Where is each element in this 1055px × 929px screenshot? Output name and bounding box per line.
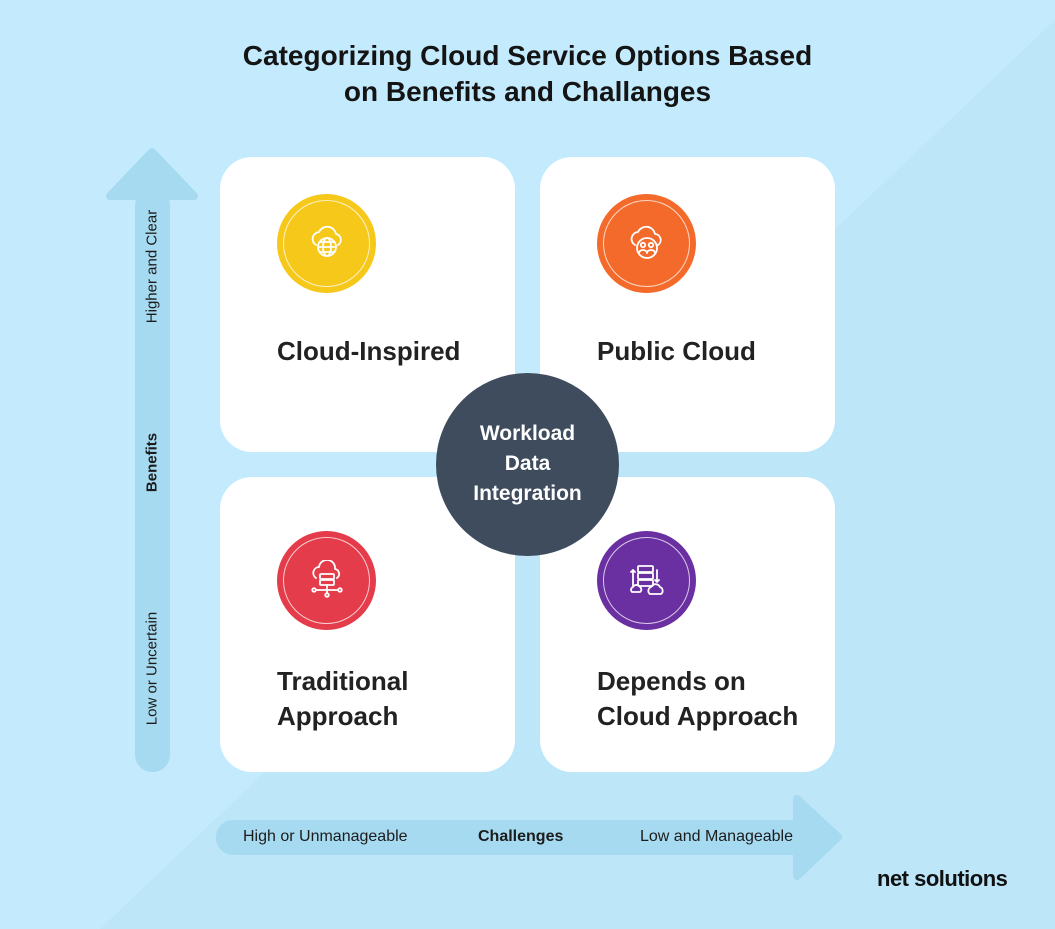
y-axis-high-label: Higher and Clear xyxy=(143,209,161,324)
server-cloud-transfer-icon xyxy=(597,531,696,630)
cloud-server-icon xyxy=(277,531,376,630)
cloud-users-icon xyxy=(597,194,696,293)
center-line-1: Workload xyxy=(479,422,576,445)
y-axis-title: Benefits xyxy=(143,432,161,493)
title-line-2: on Benefits and Challanges xyxy=(343,76,712,107)
y-axis-shaft xyxy=(135,188,170,772)
title-line-1: Categorizing Cloud Service Options Based xyxy=(242,40,813,71)
x-axis-title: Challenges xyxy=(478,828,564,845)
page-title: Categorizing Cloud Service Options Based… xyxy=(0,38,1055,110)
quadrant-label-line-2: Cloud Approach xyxy=(597,701,799,731)
quadrant-label-line-1: Depends on xyxy=(597,666,746,696)
center-line-2: Data xyxy=(504,452,551,475)
quadrant-label: Cloud-Inspired xyxy=(277,336,461,366)
x-axis-arrowhead xyxy=(793,795,842,880)
quadrant-label: Depends on Cloud Approach xyxy=(597,664,798,734)
y-axis-arrowhead xyxy=(106,148,198,200)
x-axis-right-label: Low and Manageable xyxy=(640,828,794,845)
quadrant-label-line-1: Traditional xyxy=(277,666,409,696)
quadrant-label: Traditional Approach xyxy=(277,664,408,734)
x-axis-shaft xyxy=(216,820,816,855)
cloud-globe-icon xyxy=(277,194,376,293)
brand-logo: net solutions xyxy=(877,866,1008,891)
x-axis-left-label: High or Unmanageable xyxy=(243,828,408,845)
y-axis-low-label: Low or Uncertain xyxy=(143,611,161,726)
center-line-3: Integration xyxy=(473,482,582,505)
quadrant-label: Public Cloud xyxy=(597,336,756,366)
quadrant-label-line-2: Approach xyxy=(277,701,399,731)
center-workload-circle: Workload Data Integration xyxy=(436,373,619,556)
